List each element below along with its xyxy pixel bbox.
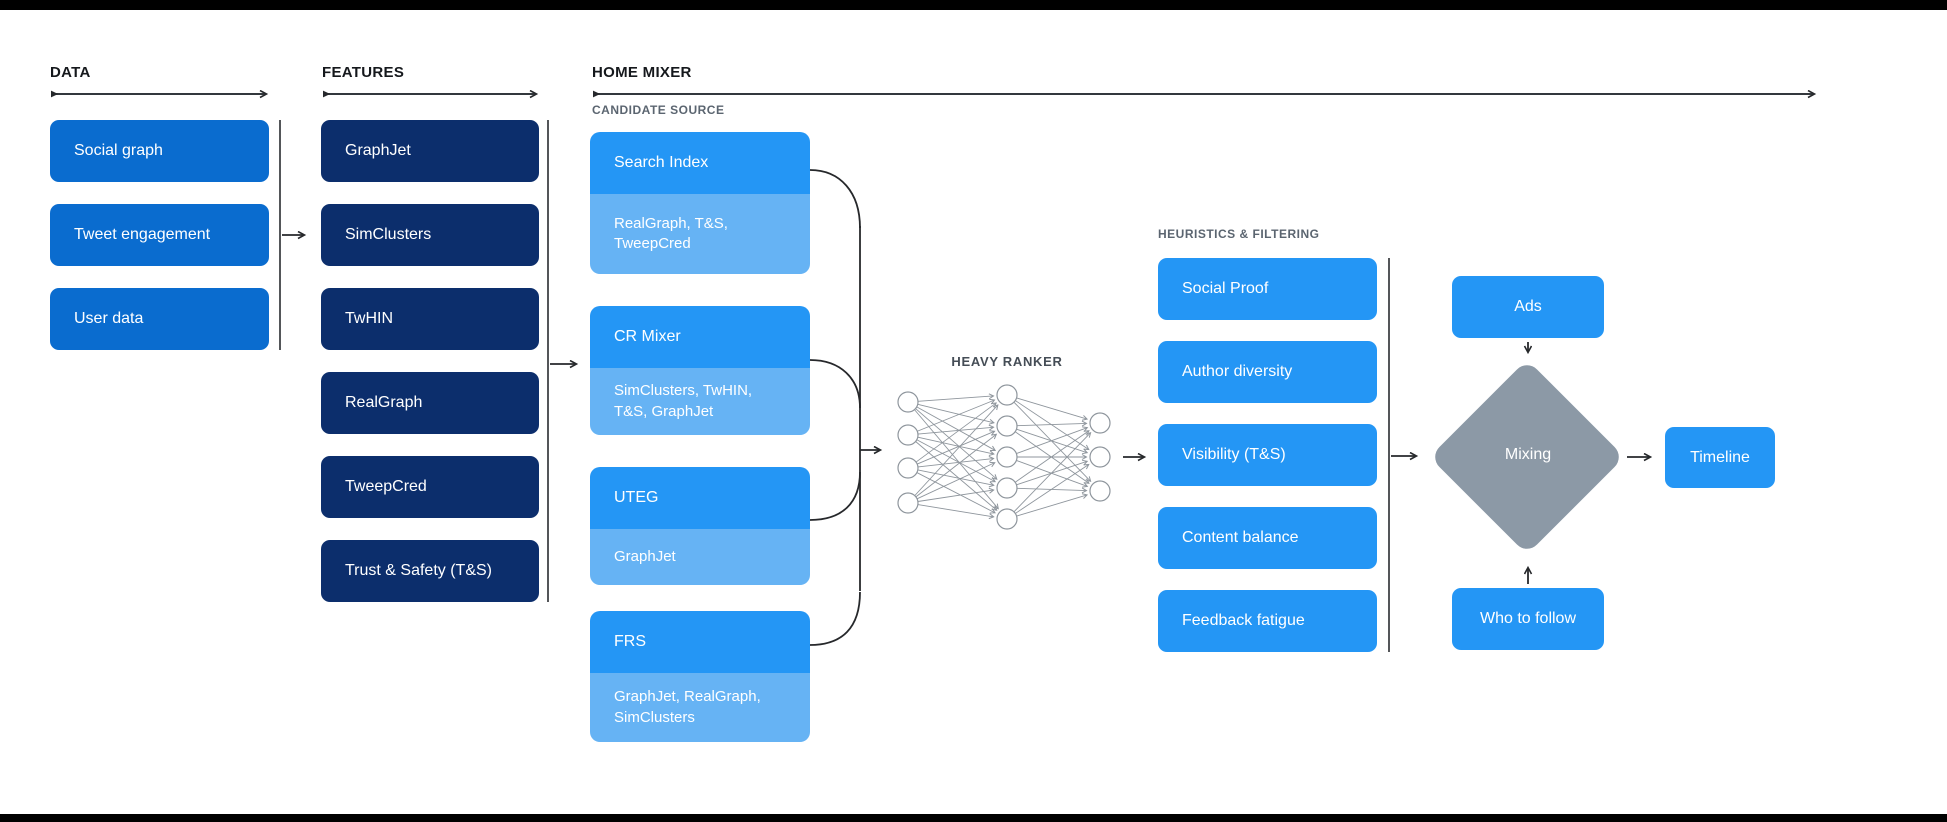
divider-lines <box>279 120 1390 652</box>
candidate-title: CR Mixer <box>590 306 810 368</box>
mixing-label: Mixing <box>1504 446 1552 463</box>
candidate-sources: GraphJet, RealGraph, SimClusters <box>590 673 810 742</box>
network-node <box>996 446 1018 468</box>
feature-box-graphjet: GraphJet <box>321 120 539 182</box>
candidate-merge-curves <box>809 169 861 646</box>
feature-box-tweepcred: TweepCred <box>321 456 539 518</box>
heavy-ranker-network <box>897 384 1111 530</box>
data-section-header: DATA <box>50 64 91 81</box>
network-node <box>996 415 1018 437</box>
candidate-sources: GraphJet <box>590 529 810 585</box>
candidate-card-frs: FRS GraphJet, RealGraph, SimClusters <box>590 611 810 742</box>
candidate-card-cr-mixer: CR Mixer SimClusters, TwHIN, T&S, GraphJ… <box>590 306 810 435</box>
network-node <box>897 424 919 446</box>
top-frame-bar <box>0 0 1947 10</box>
network-node <box>897 391 919 413</box>
candidate-sources: RealGraph, T&S, TweepCred <box>590 194 810 274</box>
features-section-header: FEATURES <box>322 64 405 81</box>
feature-box-trust-safety: Trust & Safety (T&S) <box>321 540 539 602</box>
network-node <box>1089 480 1111 502</box>
home-mixer-section-header: HOME MIXER <box>592 64 692 81</box>
heavy-ranker-label: HEAVY RANKER <box>951 354 1063 369</box>
candidate-title: Search Index <box>590 132 810 194</box>
timeline-box: Timeline <box>1665 427 1775 488</box>
search-index-curve <box>809 169 861 229</box>
feature-box-twhin: TwHIN <box>321 288 539 350</box>
bottom-frame-bar <box>0 814 1947 822</box>
network-node <box>897 492 919 514</box>
candidate-title: UTEG <box>590 467 810 529</box>
heuristic-box-social-proof: Social Proof <box>1158 258 1377 320</box>
heuristic-box-feedback-fatigue: Feedback fatigue <box>1158 590 1377 652</box>
candidate-card-search-index: Search Index RealGraph, T&S, TweepCred <box>590 132 810 274</box>
candidate-card-uteg: UTEG GraphJet <box>590 467 810 585</box>
feature-box-realgraph: RealGraph <box>321 372 539 434</box>
network-node <box>996 477 1018 499</box>
data-box-tweet-engagement: Tweet engagement <box>50 204 269 266</box>
heuristic-box-visibility: Visibility (T&S) <box>1158 424 1377 486</box>
candidate-sources: SimClusters, TwHIN, T&S, GraphJet <box>590 368 810 435</box>
network-node <box>996 508 1018 530</box>
feature-box-simclusters: SimClusters <box>321 204 539 266</box>
heuristic-box-author-diversity: Author diversity <box>1158 341 1377 403</box>
who-to-follow-box: Who to follow <box>1452 588 1604 650</box>
network-node <box>897 457 919 479</box>
data-box-social-graph: Social graph <box>50 120 269 182</box>
data-box-user-data: User data <box>50 288 269 350</box>
heuristics-filtering-label: HEURISTICS & FILTERING <box>1158 227 1320 241</box>
candidate-title: FRS <box>590 611 810 673</box>
heuristic-box-content-balance: Content balance <box>1158 507 1377 569</box>
flow-arrows <box>282 235 1650 584</box>
network-node <box>1089 412 1111 434</box>
network-node <box>996 384 1018 406</box>
ads-box: Ads <box>1452 276 1604 338</box>
network-node <box>1089 446 1111 468</box>
uteg-curve <box>809 471 861 521</box>
frs-curve <box>809 591 861 646</box>
candidate-source-label: CANDIDATE SOURCE <box>592 103 725 117</box>
cr-mixer-curve <box>809 359 861 409</box>
